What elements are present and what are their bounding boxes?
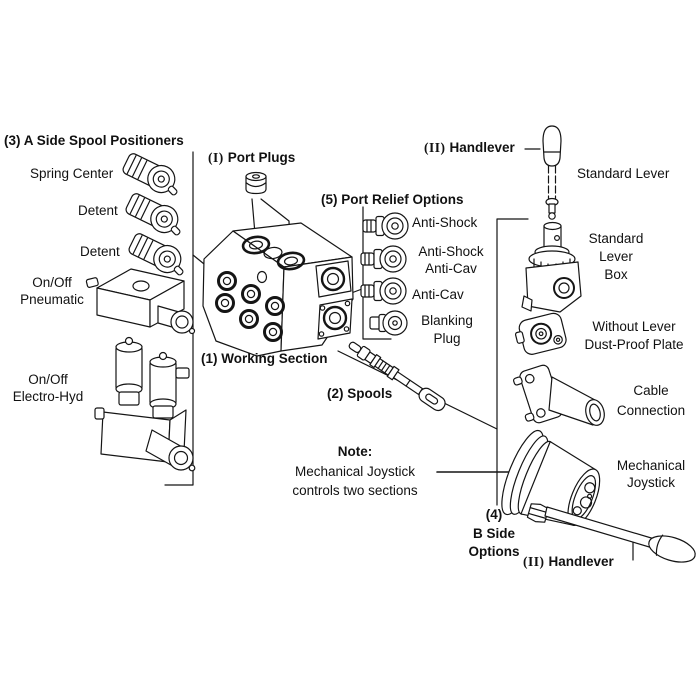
label-standard-lever: Standard Lever	[577, 166, 670, 181]
pneumatic-actuator-icon	[85, 268, 196, 335]
a-side-header: (3) A Side Spool Positioners	[4, 133, 184, 148]
label-anti-shock-anti-cav: Anti-Shock Anti-Cav	[418, 244, 484, 276]
relief-cartridge-icon	[360, 277, 407, 305]
spring-center-cartridge-icon	[119, 149, 187, 201]
detent-cartridge-icon	[122, 189, 190, 241]
label-blanking-plug: Blanking Plug	[421, 313, 473, 346]
handlever-top-label: (II)Handlever	[424, 140, 515, 155]
blanking-plug-icon	[369, 310, 408, 336]
handlever-bottom-label: (II)Handlever	[523, 554, 614, 569]
label-cable-connection: Cable Connection	[616, 383, 686, 418]
label-anti-shock: Anti-Shock	[412, 215, 478, 230]
port-plugs-header: (I)Port Plugs	[208, 150, 296, 165]
lever-box-icon	[521, 221, 582, 313]
note-text: Note: Mechanical Joystick controls two s…	[292, 444, 418, 498]
spool-icon	[348, 341, 446, 412]
label-spring-center: Spring Center	[30, 166, 114, 181]
port-plug-icon	[245, 171, 267, 195]
label-onoff-pneumatic: On/Off Pneumatic	[20, 275, 84, 307]
working-section-label: (1) Working Section	[201, 351, 328, 366]
relief-cartridge-icon	[360, 245, 407, 273]
label-anti-cav: Anti-Cav	[412, 287, 464, 302]
label-standard-lever-box: Standard Lever Box	[588, 231, 644, 282]
label-without-lever-dust-proof-plate: Without Lever Dust-Proof Plate	[584, 319, 684, 352]
electro-hydraulic-actuator-icon	[94, 336, 196, 472]
relief-cartridge-icon	[362, 212, 409, 240]
label-detent-1: Detent	[78, 203, 118, 218]
b-side-bracket	[496, 218, 529, 506]
standard-lever-icon	[542, 125, 562, 220]
b-side-options-label: (4) B Side Options	[468, 507, 520, 559]
cable-connection-icon	[513, 364, 605, 426]
label-detent-2: Detent	[80, 244, 120, 259]
label-mechanical-joystick: Mechanical Joystick	[616, 458, 686, 490]
dust-proof-plate-icon	[514, 312, 567, 355]
port-relief-header: (5) Port Relief Options	[321, 192, 464, 207]
handlever-rod-icon	[526, 503, 696, 563]
spools-label: (2) Spools	[327, 386, 393, 401]
label-onoff-electro-hyd: On/Off Electro-Hyd	[12, 372, 84, 404]
valve-body-icon	[202, 222, 354, 357]
